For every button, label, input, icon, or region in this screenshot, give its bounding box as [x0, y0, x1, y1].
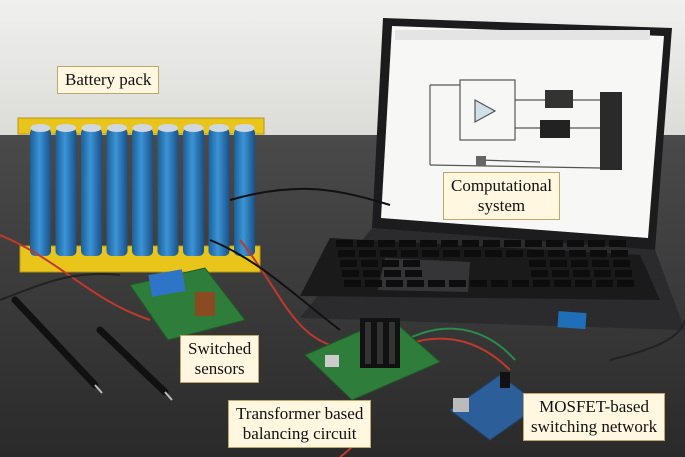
keyboard-key: [344, 280, 361, 287]
keyboard-key: [363, 270, 380, 277]
keyboard-key: [443, 250, 460, 257]
battery-cell: [106, 128, 128, 256]
keyboard-key: [359, 250, 376, 257]
battery-cell-terminal: [107, 124, 127, 132]
mosfet-network-label: MOSFET-based switching network: [523, 393, 666, 441]
keyboard-key: [401, 250, 418, 257]
keyboard-key: [573, 270, 590, 277]
battery-pack-label-text: Battery pack: [65, 70, 152, 89]
keyboard-key: [527, 250, 544, 257]
keyboard-key: [506, 250, 523, 257]
keyboard-key: [382, 260, 399, 267]
keyboard-key: [552, 270, 569, 277]
computational-system-line-1: Computational: [451, 176, 553, 195]
battery-cell: [183, 128, 204, 256]
keyboard-key: [365, 280, 382, 287]
keyboard-key: [380, 250, 397, 257]
keyboard-key: [531, 270, 548, 277]
keyboard-key: [462, 240, 479, 247]
battery-cell-terminal: [30, 124, 51, 132]
switched-sensors-line-2: sensors: [194, 359, 245, 378]
keyboard-key: [336, 240, 353, 247]
battery-cell-terminal: [81, 124, 102, 132]
battery-pack-label: Battery pack: [57, 66, 160, 94]
keyboard-key: [613, 260, 630, 267]
keyboard-key: [590, 250, 607, 257]
keyboard-key: [546, 240, 563, 247]
keyboard-key: [594, 270, 611, 277]
transformer-board: [304, 317, 441, 401]
keyboard-key: [403, 260, 420, 267]
keyboard-key: [422, 250, 439, 257]
battery-cell-terminal: [183, 124, 204, 132]
transformer-circuit-label: Transformer based balancing circuit: [228, 400, 372, 448]
keyboard-key: [596, 280, 613, 287]
battery-cell: [208, 128, 230, 256]
keyboard-key: [611, 250, 628, 257]
keyboard-key: [378, 240, 395, 247]
keyboard-key: [525, 240, 542, 247]
battery-cell-terminal: [234, 124, 255, 132]
keyboard-key: [420, 240, 437, 247]
keyboard-key: [548, 250, 565, 257]
keyboard-key: [441, 240, 458, 247]
keyboard-key: [399, 240, 416, 247]
keyboard-key: [338, 250, 355, 257]
keyboard-key: [464, 250, 481, 257]
keyboard-key: [470, 280, 487, 287]
keyboard-key: [485, 250, 502, 257]
switched-sensors-line-1: Switched: [188, 339, 252, 358]
battery-cell: [55, 128, 77, 256]
keyboard-key: [386, 280, 403, 287]
keyboard-key: [617, 280, 634, 287]
keyboard-key: [609, 240, 626, 247]
keyboard-key: [405, 270, 422, 277]
keyboard-key: [615, 270, 632, 277]
battery-cell: [157, 128, 179, 256]
keyboard-key: [483, 240, 500, 247]
computational-system-line-2: system: [477, 196, 526, 215]
keyboard-key: [571, 260, 588, 267]
keyboard-key: [504, 240, 521, 247]
probe-leads: [11, 296, 173, 401]
keyboard-key: [529, 260, 546, 267]
keyboard-key: [533, 280, 550, 287]
mosfet-network-line-1: MOSFET-based: [539, 397, 649, 416]
keyboard-key: [550, 260, 567, 267]
keyboard-key: [428, 280, 445, 287]
keyboard-key: [449, 280, 466, 287]
keyboard-key: [361, 260, 378, 267]
battery-cell-terminal: [132, 124, 153, 132]
keyboard-key: [569, 250, 586, 257]
battery-cell: [132, 128, 153, 256]
keyboard-key: [512, 280, 529, 287]
keyboard-key: [384, 270, 401, 277]
keyboard-key: [342, 270, 359, 277]
battery-cell-terminal: [209, 124, 229, 132]
keyboard-key: [575, 280, 592, 287]
keyboard-key: [340, 260, 357, 267]
keyboard-key: [588, 240, 605, 247]
keyboard-key: [491, 280, 508, 287]
switched-sensors-label: Switched sensors: [180, 335, 260, 383]
keyboard-key: [357, 240, 374, 247]
mosfet-network-line-2: switching network: [531, 417, 658, 436]
sensor-board: [129, 267, 246, 341]
keyboard-key: [554, 280, 571, 287]
battery-cell-terminal: [56, 124, 76, 132]
computational-system-label: Computational system: [443, 172, 561, 220]
battery-cell: [30, 128, 51, 256]
transformer-circuit-line-1: Transformer based: [236, 404, 364, 423]
keyboard-key: [407, 280, 424, 287]
battery-cell: [81, 128, 102, 256]
keyboard-key: [592, 260, 609, 267]
battery-cell-terminal: [158, 124, 178, 132]
transformer-circuit-line-2: balancing circuit: [242, 424, 357, 443]
battery-pack: [17, 117, 265, 273]
keyboard-key: [567, 240, 584, 247]
battery-cell: [234, 128, 255, 256]
